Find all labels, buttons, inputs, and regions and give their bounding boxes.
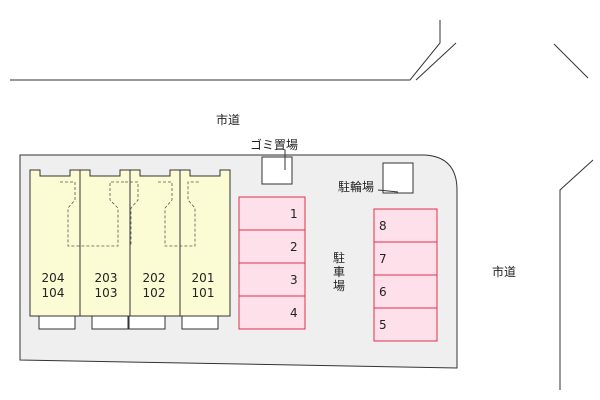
unit-number-lower: 104 (41, 286, 65, 300)
unit-number-lower: 102 (142, 286, 166, 300)
parking-label-char-3: 場 (332, 279, 345, 293)
unit-number-lower: 103 (94, 286, 118, 300)
garbage-label: ゴミ置場 (250, 138, 299, 152)
garbage-area (261, 156, 293, 185)
parking-slot-number: 7 (379, 252, 387, 266)
unit-label: 204 104 (33, 271, 73, 301)
bicycle-parking-area (382, 162, 414, 194)
unit-number-lower: 101 (191, 286, 215, 300)
parking-slot-number: 1 (290, 207, 298, 221)
unit-number-upper: 204 (41, 271, 65, 285)
parking-slot-number: 4 (290, 306, 298, 320)
road-label-top: 市道 (216, 113, 241, 127)
unit-number-upper: 203 (94, 271, 118, 285)
road-edge-right (559, 159, 594, 390)
unit-number-upper: 201 (191, 271, 215, 285)
road-label-right: 市道 (492, 265, 517, 279)
road-edge-top-right (553, 43, 589, 79)
bicycle-parking-label: 駐輪場 (338, 180, 375, 194)
parking-slot-number: 8 (379, 219, 387, 233)
road-curb-top (415, 42, 457, 81)
unit-label: 203 103 (86, 271, 126, 301)
apartment-building (29, 169, 231, 330)
parking-slot-number: 2 (290, 240, 298, 254)
parking-label-char-2: 車 (332, 265, 345, 279)
parking-column-left (238, 196, 306, 330)
parking-column-right (373, 208, 438, 342)
unit-label: 201 101 (183, 271, 223, 301)
unit-number-upper: 202 (142, 271, 166, 285)
road-edge-top (10, 20, 441, 81)
parking-slot-number: 3 (290, 273, 298, 287)
parking-slot-number: 6 (379, 285, 387, 299)
parking-slot-number: 5 (379, 318, 387, 332)
parking-label-char-1: 駐 (332, 251, 345, 265)
unit-label: 202 102 (134, 271, 174, 301)
